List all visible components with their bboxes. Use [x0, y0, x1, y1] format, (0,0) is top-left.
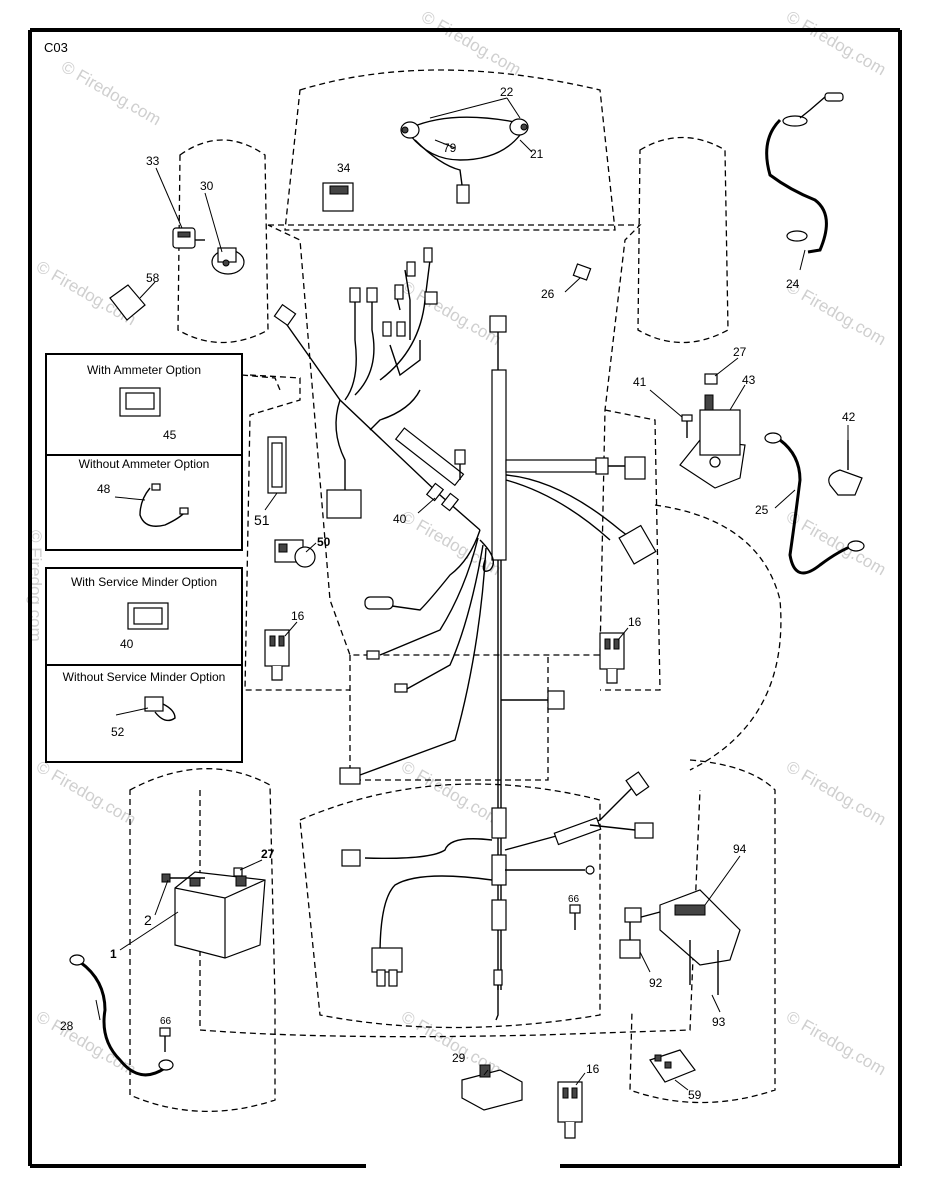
battery-cable-part-24 [765, 92, 844, 254]
callout-52: 52 [111, 725, 125, 739]
watermark: © Firedog.com [58, 57, 164, 129]
watermark: © Firedog.com [418, 7, 524, 79]
nut-part-27 [233, 867, 243, 877]
bolt-part-66-left [159, 1027, 171, 1052]
watermark: © Firedog.com [398, 757, 504, 829]
callout-45: 45 [163, 428, 177, 442]
callout-21: 21 [530, 147, 544, 161]
callout-94: 94 [733, 842, 747, 856]
callout-42: 42 [842, 410, 856, 424]
main-wiring-harness [273, 247, 657, 1021]
option-title-without-ammeter: Without Ammeter Option [79, 457, 210, 471]
callout-16-bottom: 16 [586, 1062, 600, 1076]
part-51 [267, 436, 287, 494]
callout-43: 43 [742, 373, 756, 387]
callout-28: 28 [60, 1019, 74, 1033]
bolt-part-66-right [569, 904, 581, 930]
callout-66-right: 66 [568, 894, 580, 905]
harness-trunk [491, 369, 507, 561]
callout-30: 30 [200, 179, 214, 193]
ignition-key-part-33 [172, 227, 205, 249]
callout-leaders [95, 97, 849, 1091]
screw-part-2 [161, 873, 205, 883]
callout-58: 58 [146, 271, 160, 285]
callout-40-harness: 40 [393, 512, 407, 526]
callout-2: 2 [144, 912, 152, 928]
switch-part-16-bottom [557, 1081, 583, 1139]
callout-1: 1 [110, 947, 117, 961]
callout-48: 48 [97, 482, 111, 496]
watermark: © Firedog.com [783, 1007, 889, 1079]
terminal-boot-part-42 [828, 440, 863, 496]
switch-part-16-left [264, 629, 290, 681]
diagram-code: C03 [44, 40, 68, 55]
watermark: © Firedog.com [33, 1007, 139, 1079]
option-title-with-ammeter: With Ammeter Option [87, 363, 201, 377]
watermark: © Firedog.com [783, 7, 889, 79]
ammeter-option-box [45, 353, 281, 551]
callout-66-left: 66 [160, 1016, 172, 1027]
watermark: © Firedog.com [33, 757, 139, 829]
tractor-outline [129, 69, 782, 1113]
callout-16-right: 16 [628, 615, 642, 629]
harness-connector [489, 315, 507, 333]
callout-33: 33 [146, 154, 160, 168]
callout-50: 50 [317, 535, 331, 549]
fuse-part-26 [572, 263, 592, 281]
module-part-59 [649, 1049, 696, 1083]
callout-27-top: 27 [733, 345, 747, 359]
solenoid-assembly [679, 373, 746, 489]
bolts-part-93 [689, 940, 719, 995]
battery-part-1 [174, 871, 266, 959]
module-part-94 [659, 889, 741, 966]
headlight-harness [400, 116, 529, 204]
watermark: © Firedog.com [398, 507, 504, 579]
callout-22: 22 [500, 85, 514, 99]
callout-34: 34 [337, 161, 351, 175]
callout-41: 41 [633, 375, 647, 389]
ignition-switch-part-30 [211, 247, 245, 275]
option-title-without-service-minder: Without Service Minder Option [63, 670, 226, 684]
callout-26: 26 [541, 287, 555, 301]
callout-51: 51 [254, 512, 270, 528]
frame [28, 28, 902, 1168]
connector-part-92 [619, 907, 661, 959]
service-minder-option-box [45, 567, 243, 763]
switch-part-16-right [599, 632, 625, 684]
part-58 [109, 284, 146, 321]
callout-27-battery: 27 [261, 847, 275, 861]
callout-59: 59 [688, 1088, 702, 1102]
switch-part-34 [322, 182, 354, 212]
callout-labels: 22 79 21 33 30 34 58 24 26 27 41 43 42 2… [60, 85, 856, 1102]
callout-79: 79 [443, 141, 457, 155]
watermark: © Firedog.com [783, 757, 889, 829]
part-29 [461, 1064, 523, 1111]
option-title-with-service-minder: With Service Minder Option [71, 575, 217, 589]
cable-part-28 [69, 954, 174, 1077]
callout-93: 93 [712, 1015, 726, 1029]
callout-24: 24 [786, 277, 800, 291]
callout-40-minder: 40 [120, 637, 134, 651]
watermark: © Firedog.com [783, 507, 889, 579]
callout-25: 25 [755, 503, 769, 517]
part-50 [274, 539, 316, 568]
cable-part-25 [764, 432, 865, 575]
callout-92: 92 [649, 976, 663, 990]
callout-29: 29 [452, 1051, 466, 1065]
callout-16-left: 16 [291, 609, 305, 623]
